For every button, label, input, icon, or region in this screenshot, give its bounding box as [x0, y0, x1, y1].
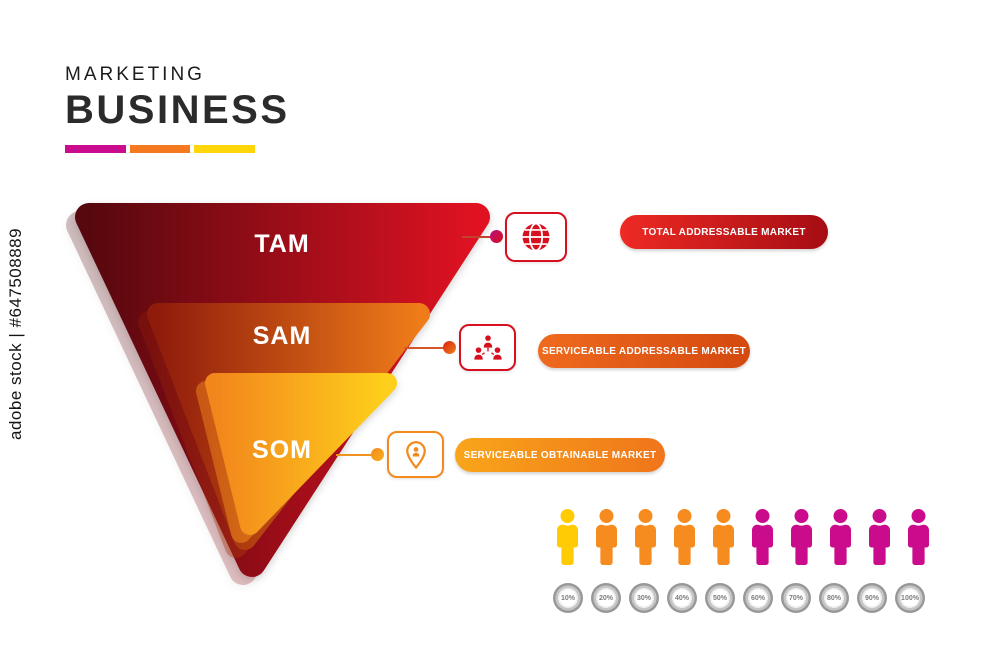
progress-ring: 90%	[857, 583, 887, 613]
market-pill-som-label: SERVICEABLE OBTAINABLE MARKET	[463, 449, 657, 461]
connector-dot-sam	[443, 341, 456, 354]
progress-ring-label: 90%	[864, 594, 879, 602]
icon-box-sam	[459, 324, 516, 371]
funnel-chart	[66, 203, 490, 585]
title-bar-segment	[129, 145, 191, 153]
person-icon	[752, 509, 773, 565]
progress-ring-label: 10%	[560, 594, 575, 602]
title-bar-segment	[65, 145, 126, 153]
progress-ring: 100%	[895, 583, 925, 613]
market-pill-sam: SERVICEABLE ADDRESSABLE MARKET	[538, 334, 750, 368]
person-icon	[674, 509, 695, 565]
progress-ring-label: 100%	[901, 594, 919, 602]
progress-ring-row: 10% 20% 30% 40% 50% 60% 70% 80% 90% 100%	[553, 583, 925, 613]
person-icon	[596, 509, 617, 565]
icon-box-tam	[505, 212, 567, 262]
progress-ring: 70%	[781, 583, 811, 613]
person-icon	[791, 509, 812, 565]
location-pin-icon	[405, 440, 426, 469]
progress-ring-label: 60%	[750, 594, 765, 602]
progress-ring-label: 40%	[674, 594, 689, 602]
funnel-level-som	[205, 373, 397, 535]
funnel-label-som: SOM	[252, 436, 312, 464]
progress-ring: 80%	[819, 583, 849, 613]
connector-line-som	[336, 454, 374, 456]
market-pill-sam-label: SERVICEABLE ADDRESSABLE MARKET	[541, 345, 747, 357]
icon-box-som	[387, 431, 444, 478]
progress-ring-label: 50%	[712, 594, 727, 602]
person-icon	[830, 509, 851, 565]
funnel-label-sam: SAM	[252, 322, 312, 350]
connector-dot-som	[371, 448, 384, 461]
progress-ring-label: 20%	[598, 594, 613, 602]
title-bar-segment	[194, 145, 256, 153]
people-network-icon	[473, 334, 502, 360]
progress-ring: 40%	[667, 583, 697, 613]
audience-people-row	[557, 509, 929, 565]
connector-line-sam	[404, 347, 446, 349]
market-pill-tam: TOTAL ADDRESSABLE MARKET	[620, 215, 828, 249]
person-icon	[557, 509, 578, 565]
page-title: BUSINESS	[65, 88, 290, 132]
progress-ring-label: 80%	[826, 594, 841, 602]
funnel-label-tam: TAM	[254, 230, 310, 258]
progress-ring: 10%	[553, 583, 583, 613]
person-icon	[908, 509, 929, 565]
stock-watermark: adobe stock | #647508889	[6, 227, 25, 440]
market-pill-tam-label: TOTAL ADDRESSABLE MARKET	[642, 226, 806, 238]
progress-ring-label: 70%	[788, 594, 803, 602]
person-icon	[869, 509, 890, 565]
connector-dot-tam	[490, 230, 503, 243]
person-icon	[713, 509, 734, 565]
person-icon	[635, 509, 656, 565]
header-kicker: MARKETING	[65, 64, 205, 85]
globe-icon	[522, 222, 550, 252]
header: MARKETING BUSINESS	[65, 64, 290, 153]
connector-line-tam	[462, 236, 496, 238]
progress-ring: 60%	[743, 583, 773, 613]
progress-ring: 20%	[591, 583, 621, 613]
progress-ring-label: 30%	[636, 594, 651, 602]
progress-ring: 30%	[629, 583, 659, 613]
title-underline-bar	[65, 145, 256, 153]
progress-ring: 50%	[705, 583, 735, 613]
market-pill-som: SERVICEABLE OBTAINABLE MARKET	[455, 438, 665, 472]
